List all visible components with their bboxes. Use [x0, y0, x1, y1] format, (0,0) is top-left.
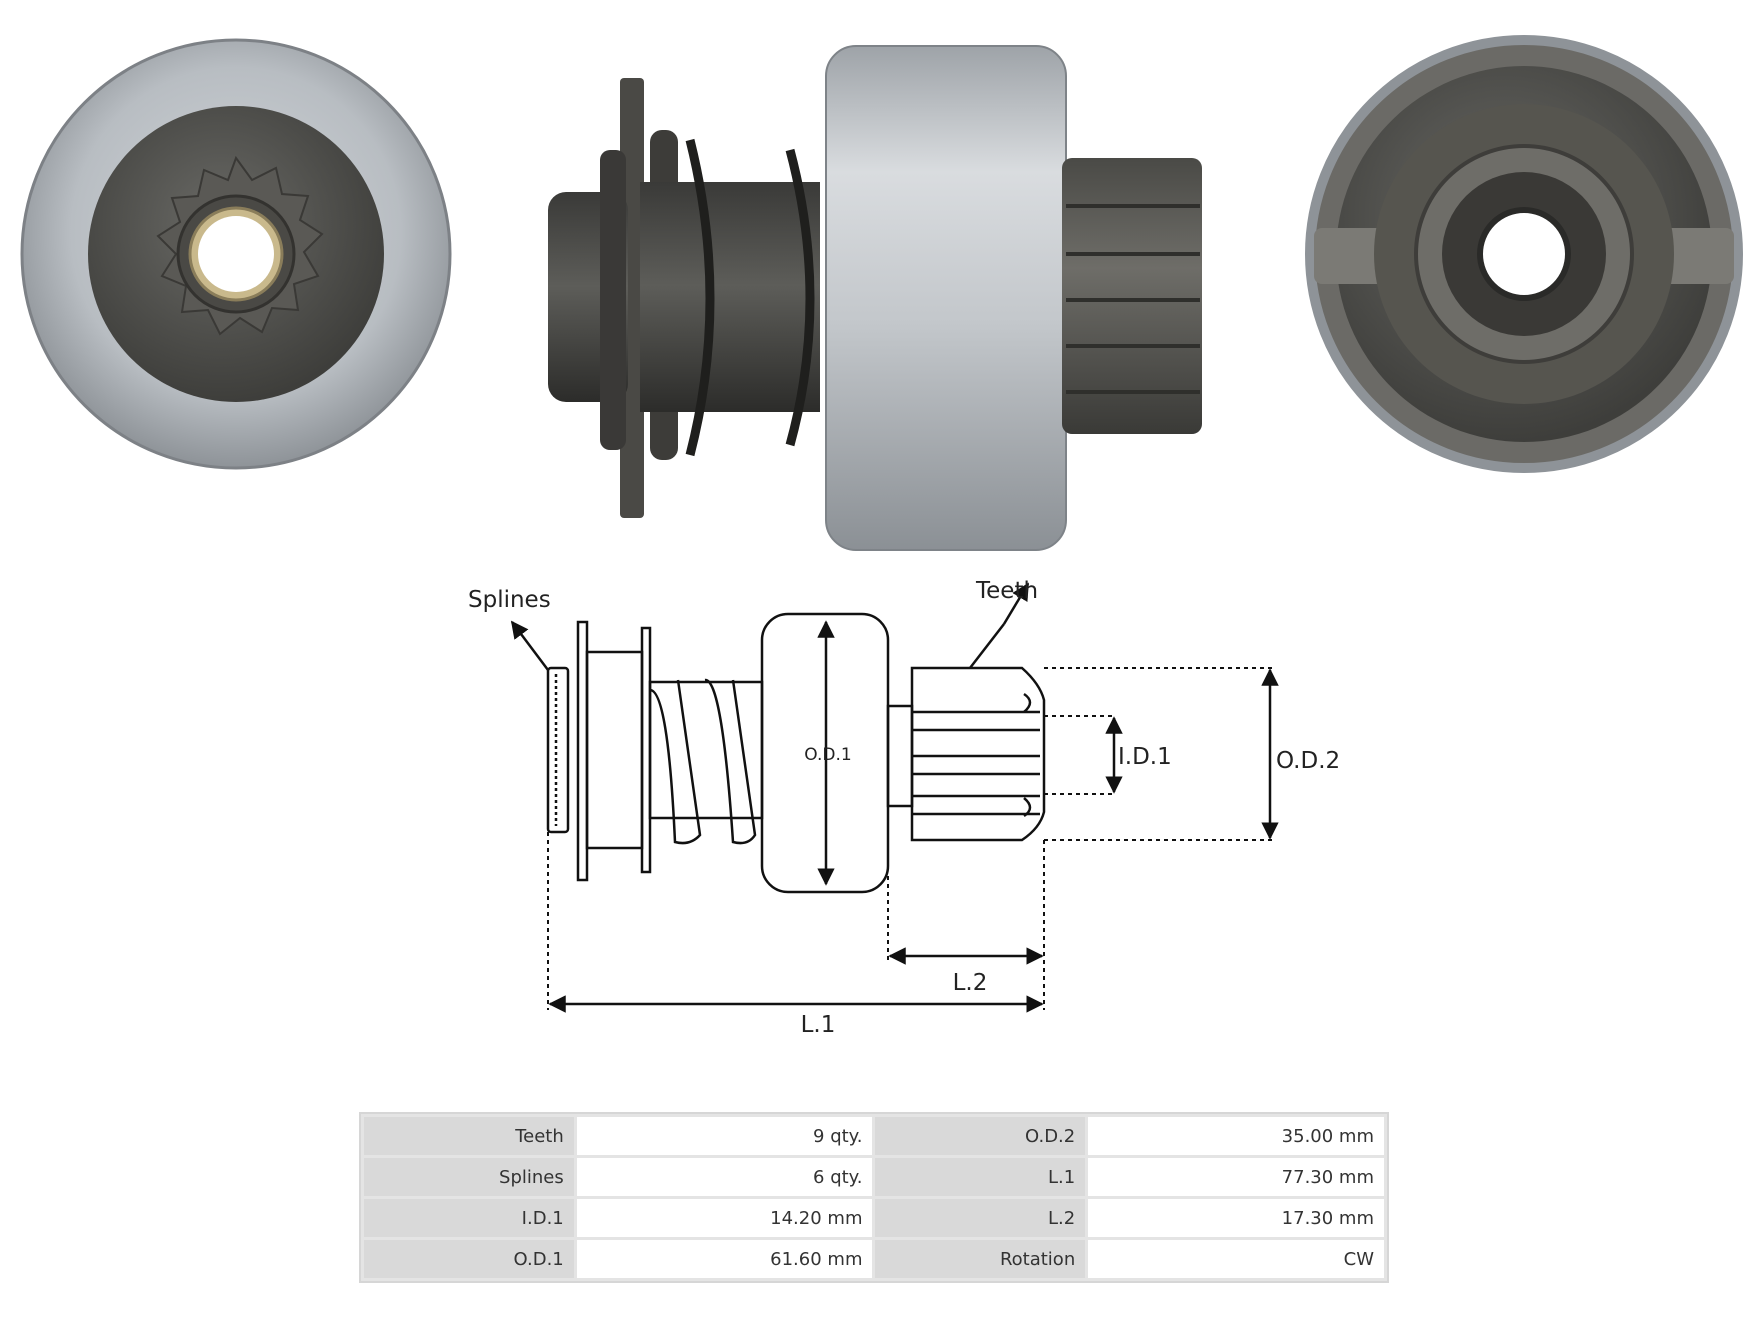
side-view-photo [548, 45, 1202, 551]
spec-value: 6 qty. [576, 1158, 873, 1196]
dimension-diagram: Splines Teeth O.D.1 I.D.1 O.D.2 L.2 L.1 [468, 578, 1340, 1038]
spec-key: L.1 [875, 1158, 1086, 1196]
spec-key: Splines [364, 1158, 574, 1196]
spec-key: L.2 [875, 1199, 1086, 1237]
label-splines: Splines [468, 587, 551, 613]
spec-value: 17.30 mm [1088, 1199, 1384, 1237]
spec-key: O.D.2 [875, 1117, 1086, 1155]
label-id1: I.D.1 [1118, 744, 1172, 770]
label-teeth: Teeth [975, 578, 1038, 604]
spec-value: 77.30 mm [1088, 1158, 1384, 1196]
table-row: O.D.1 61.60 mm Rotation CW [364, 1240, 1384, 1278]
spec-key: I.D.1 [364, 1199, 574, 1237]
spec-value: 35.00 mm [1088, 1117, 1384, 1155]
label-od1: O.D.1 [804, 745, 851, 765]
spec-value: 61.60 mm [576, 1240, 873, 1278]
label-l2: L.2 [953, 970, 988, 996]
spec-value: 14.20 mm [576, 1199, 873, 1237]
label-l1: L.1 [801, 1012, 836, 1038]
table-row: Splines 6 qty. L.1 77.30 mm [364, 1158, 1384, 1196]
spec-table: Teeth 9 qty. O.D.2 35.00 mm Splines 6 qt… [359, 1112, 1389, 1283]
spec-key: Teeth [364, 1117, 574, 1155]
spec-value: CW [1088, 1240, 1384, 1278]
spec-key: O.D.1 [364, 1240, 574, 1278]
product-photos [20, 35, 1743, 551]
table-row: I.D.1 14.20 mm L.2 17.30 mm [364, 1199, 1384, 1237]
rear-view-photo [1305, 35, 1743, 473]
label-od2: O.D.2 [1276, 748, 1340, 774]
front-view-photo [20, 38, 452, 470]
table-row: Teeth 9 qty. O.D.2 35.00 mm [364, 1117, 1384, 1155]
spec-key: Rotation [875, 1240, 1086, 1278]
spec-value: 9 qty. [576, 1117, 873, 1155]
